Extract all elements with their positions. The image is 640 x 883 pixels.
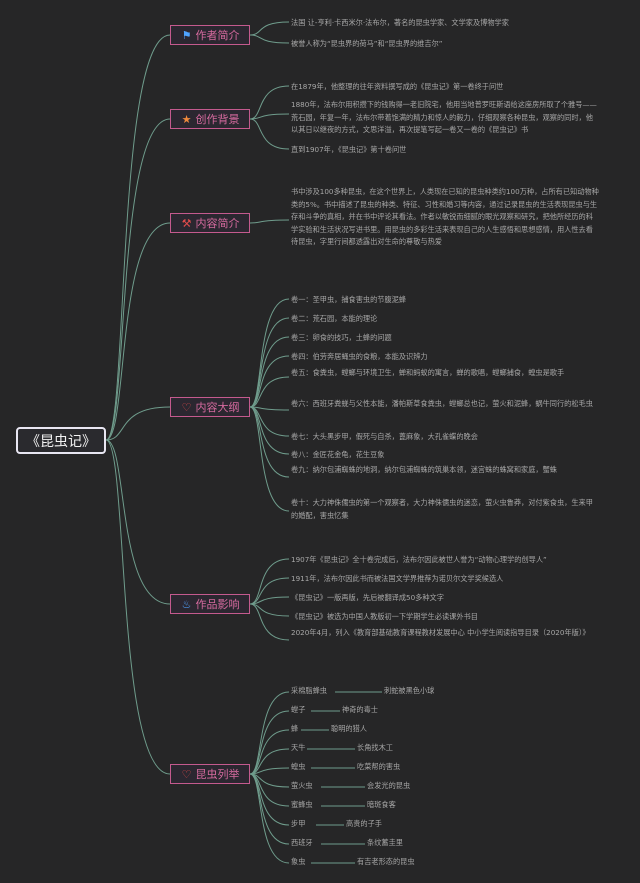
insect-desc: 刺蛇被黑色小球 <box>384 686 435 695</box>
topic-item: 卷五：食粪虫，螳螂与环境卫生，蝉和蚂蚁的寓言，蝉的歌唱，螳螂捕食，蝗虫是歌手 <box>291 368 565 377</box>
topic-item: 卷六：西班牙粪蜣与父性本能，潘帕斯草食粪虫，螳螂总也记，萤火和泥蜂，蜗牛同行的松… <box>291 399 593 408</box>
leaf-branch-line <box>249 773 290 864</box>
topic-label: 内容简介 <box>195 217 240 230</box>
topic-label: 创作背景 <box>195 113 240 126</box>
leaf-branch-line <box>249 34 290 44</box>
topic-item: 卷八：金匠花金龟，花生豆象 <box>291 450 385 459</box>
topic-item: 在1879年，他整理的往年资料撰写成的《昆虫记》第一卷终于问世 <box>291 82 504 91</box>
leaf-branch-line <box>249 85 290 120</box>
root-node[interactable]: 《昆虫记》 <box>16 427 106 454</box>
insect-desc: 暗斑食客 <box>367 800 396 809</box>
root-branch-line <box>105 439 171 605</box>
insect-name: 萤火虫 <box>291 781 313 790</box>
topic-background[interactable]: ★ 创作背景 <box>170 109 250 129</box>
leaf-branch-line <box>249 118 290 150</box>
insect-name: 象虫 <box>291 857 306 866</box>
leaf-branch-line <box>249 577 290 605</box>
leaf-branch-line <box>249 21 290 36</box>
leaf-branch-line <box>249 298 290 408</box>
insect-name: 天牛 <box>291 743 306 752</box>
flag-icon: ⚑ <box>181 28 192 42</box>
insect-desc: 高贵的子手 <box>346 819 382 828</box>
root-branch-line <box>105 118 171 441</box>
topic-item: 法国 让-亨利·卡西米尔·法布尔，著名的昆虫学家、文学家及博物学家 <box>291 18 509 27</box>
topic-item: 卷一：圣甲虫，捕食害虫的节腹泥蜂 <box>291 295 407 304</box>
leaf-branch-line <box>249 710 290 775</box>
insect-desc: 神奇的毒士 <box>342 705 378 714</box>
topic-item: 1907年《昆虫记》全十卷完成后，法布尔因此被世人誉为“动物心理学的创导人” <box>291 555 547 564</box>
topic-insects[interactable]: ♡ 昆虫列举 <box>170 764 250 784</box>
insect-name: 蝗虫 <box>291 762 306 771</box>
leaf-branch-line <box>249 603 290 617</box>
topic-item: 卷九：纳尔包浦蜘蛛的地洞，纳尔包浦蜘蛛的筑巢本领，迷宫蛛的蛛窝和家庭，蟹蛛 <box>291 465 557 474</box>
topic-item: 卷二：荒石园，本能的理论 <box>291 314 378 323</box>
topic-item: 卷七：大头黑步甲，假死与自杀，蓖麻象，大孔雀蝶的晚会 <box>291 432 478 441</box>
insect-name: 采棉脂蜂虫 <box>291 686 327 695</box>
star-icon: ★ <box>181 112 192 126</box>
root-branch-line <box>105 222 171 441</box>
root-branch-line <box>105 439 171 775</box>
flame-icon: ♨ <box>181 597 192 611</box>
insect-desc: 条纹蓄圭里 <box>367 838 403 847</box>
insect-name: 螳子 <box>291 705 306 714</box>
topic-label: 内容大纲 <box>195 401 240 414</box>
insect-desc: 有吉老形态的昆虫 <box>357 857 415 866</box>
leaf-branch-line <box>249 317 290 408</box>
topic-label: 作者简介 <box>195 29 240 42</box>
insect-name: 蜜蜂虫 <box>291 800 313 809</box>
insect-desc: 长角找木工 <box>357 743 393 752</box>
leaf-branch-line <box>249 376 290 408</box>
topic-item: 被誉人称为“昆虫界的荷马”和“昆虫界的维吉尔” <box>291 39 443 48</box>
insect-desc: 吃菜帮的害虫 <box>357 762 401 771</box>
topic-item: 书中涉及100多种昆虫，在这个世界上，人类现在已知的昆虫种类约100万种，占所有… <box>291 187 599 246</box>
heart-icon: ♡ <box>181 767 192 781</box>
tools-icon: ⚒ <box>181 216 192 230</box>
topic-summary[interactable]: ⚒ 内容简介 <box>170 213 250 233</box>
topic-item: 卷三：卵食的技巧，土蜂的问题 <box>291 333 392 342</box>
topic-outline[interactable]: ♡ 内容大纲 <box>170 397 250 417</box>
topic-item: 1911年，法布尔因此书而被法国文学界推荐为诺贝尔文学奖候选人 <box>291 574 504 583</box>
insect-desc: 聪明的猎人 <box>331 724 367 733</box>
heart-icon: ♡ <box>181 400 192 414</box>
leaf-branch-line <box>249 691 290 775</box>
insect-name: 蜂 <box>291 724 299 733</box>
leaf-branch-line <box>249 336 290 408</box>
root-branch-line <box>105 406 171 441</box>
leaf-branch-line <box>249 603 290 641</box>
topic-author[interactable]: ⚑ 作者简介 <box>170 25 250 45</box>
topic-item: 《昆虫记》一版再版，先后被翻译成50多种文字 <box>291 593 444 602</box>
insect-name: 西班牙 <box>291 838 313 847</box>
topic-item: 直到1907年，《昆虫记》第十卷问世 <box>291 145 407 154</box>
leaf-branch-line <box>249 748 290 775</box>
topic-item: 1880年，法布尔用积攒下的钱购得一老旧院宅，他用当地普罗旺斯语给这座房所取了个… <box>291 100 597 134</box>
leaf-branch-line <box>249 219 290 224</box>
topic-label: 昆虫列举 <box>195 768 240 781</box>
root-branch-line <box>105 34 171 441</box>
topic-item: 《昆虫记》被选为中国人教版初一下学期学生必读课外书目 <box>291 612 478 621</box>
topic-label: 作品影响 <box>195 598 240 611</box>
insect-name: 步甲 <box>291 819 306 828</box>
topic-influence[interactable]: ♨ 作品影响 <box>170 594 250 614</box>
topic-item: 卷四：伯劳奔居蝇虫的食粮，本能及识辨力 <box>291 352 428 361</box>
topic-item: 卷十：大力神侏儒虫的第一个观察者，大力神侏儒虫的迷恋，萤火虫鲁莽，对付紫食虫，生… <box>291 498 593 520</box>
insect-desc: 会发光的昆虫 <box>367 781 411 790</box>
leaf-branch-line <box>249 406 290 512</box>
leaf-branch-line <box>249 113 290 120</box>
topic-item: 2020年4月，列入《教育部基础教育课程教材发展中心 中小学生阅读指导目录（20… <box>291 628 590 637</box>
